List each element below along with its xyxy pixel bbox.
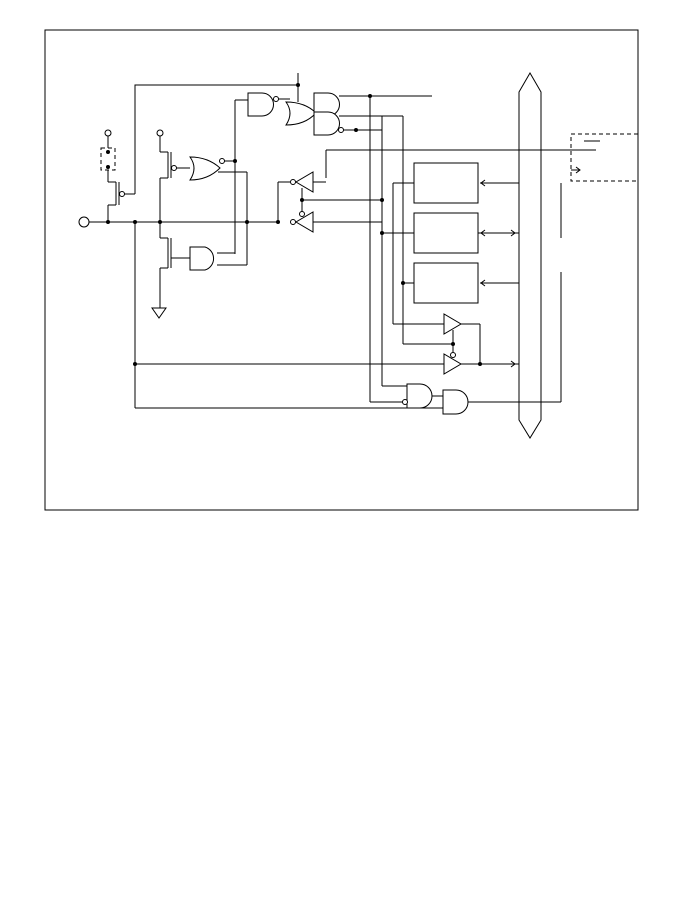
- pull-up-option: [100, 84, 298, 222]
- input-pin: [78, 216, 280, 228]
- input-buffers: [277, 171, 384, 233]
- internal-bus: [518, 72, 542, 439]
- register-2: [380, 212, 519, 254]
- or-gate: [189, 100, 247, 254]
- register-3: [401, 262, 519, 304]
- output-driver: [151, 129, 190, 319]
- tristate-buffers: [133, 313, 519, 375]
- and-gates-bottom: [370, 383, 561, 415]
- diagram-frame: [44, 29, 639, 511]
- and-gate-lower: [189, 172, 248, 271]
- gate-cluster: [285, 92, 432, 344]
- nand-gate: [235, 73, 300, 117]
- ground-symbol: [151, 307, 167, 319]
- register-1: [393, 162, 519, 204]
- external-block: [325, 133, 638, 402]
